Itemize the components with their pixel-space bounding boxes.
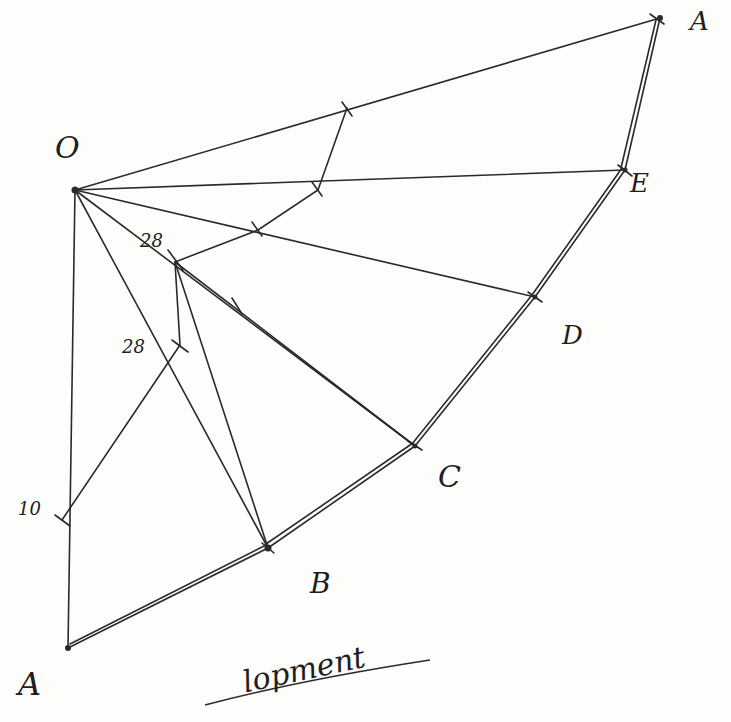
vertex-label: A: [18, 668, 41, 700]
vertex-dots: [65, 15, 663, 651]
vertex-label: B: [310, 570, 331, 598]
vertex-label: D: [562, 322, 583, 348]
vertex-label: C: [438, 462, 461, 492]
dimension-number: 28: [122, 338, 145, 356]
vertex-label: E: [630, 170, 649, 196]
development-lines: [55, 14, 664, 648]
vertex-label: A: [690, 8, 709, 34]
dimension-number: 10: [18, 500, 41, 518]
heading-fragment: lopment: [240, 642, 368, 697]
dimension-number: 28: [140, 232, 163, 250]
vertex-label: O: [55, 133, 80, 163]
